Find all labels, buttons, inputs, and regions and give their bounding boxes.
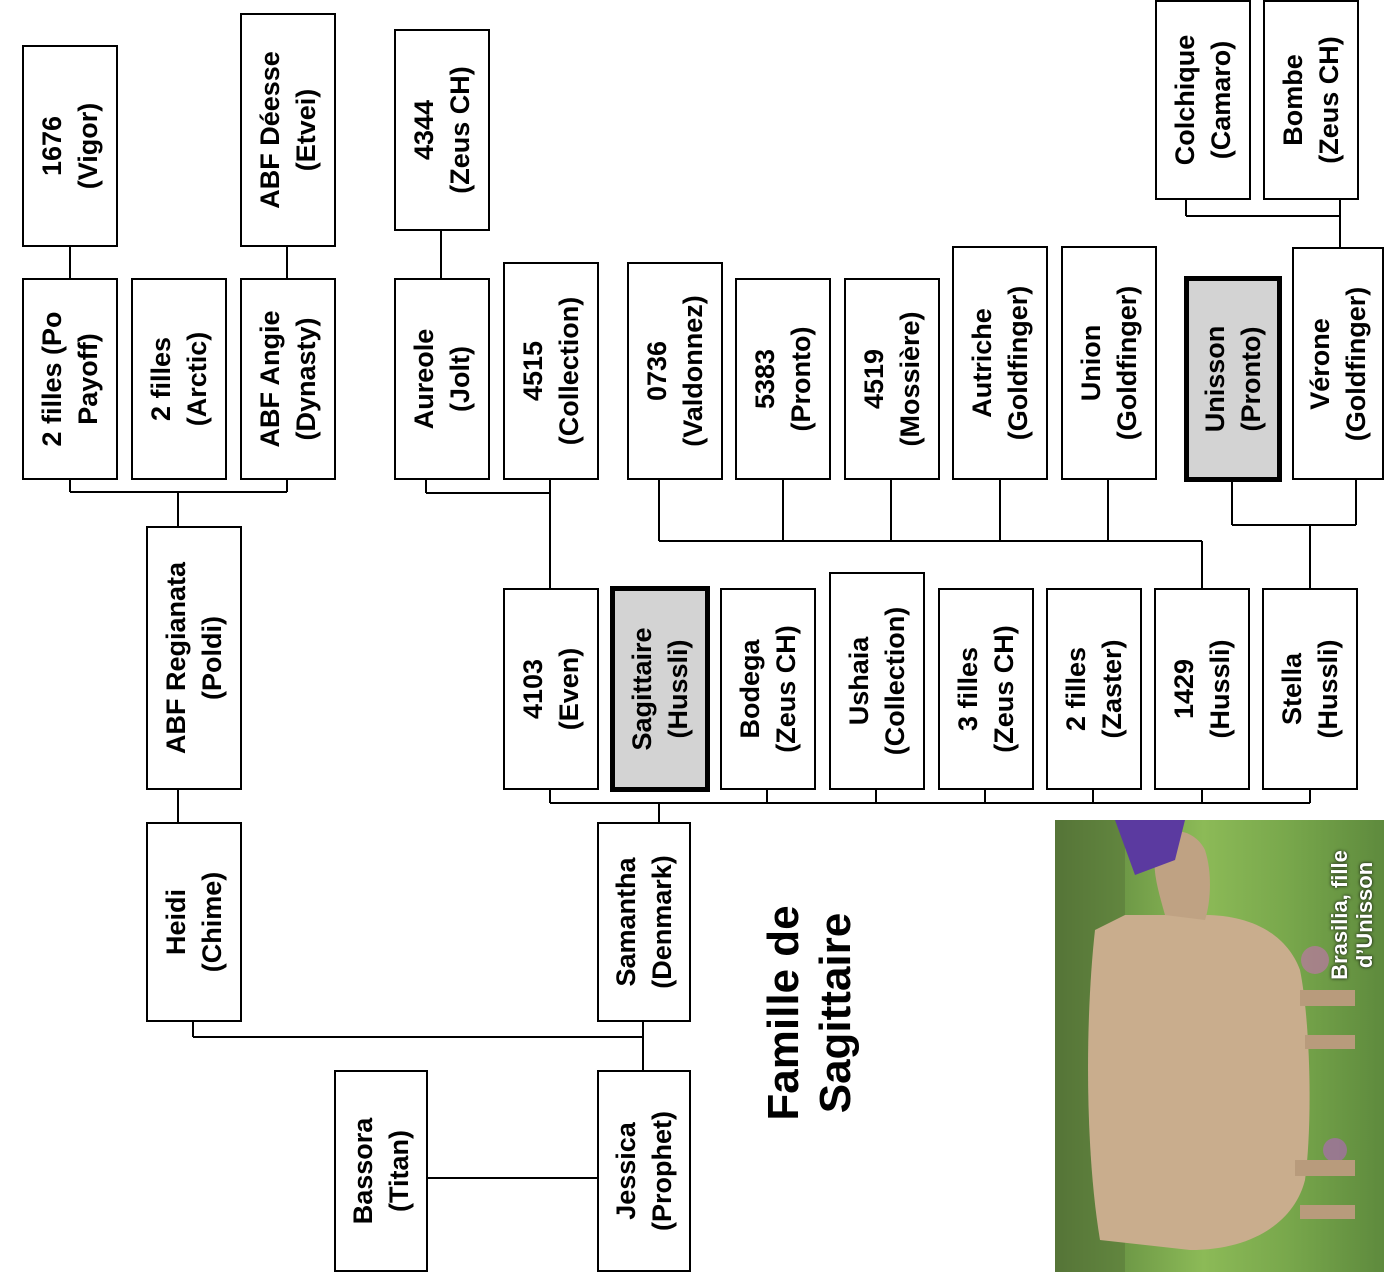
node-colchique-label: Colchique (Camaro) — [1170, 34, 1236, 166]
cow-photo: Brasilia, fille d’Unisson — [1055, 820, 1384, 1272]
node-abf-deesse-label: ABF Déesse (Etvei) — [255, 51, 321, 209]
node-heidi-label: Heidi (Chime) — [161, 871, 227, 973]
node-3-filles-zeus-ch-label: 3 filles (Zeus CH) — [953, 625, 1019, 753]
node-abf-angie-label: ABF Angie (Dynasty) — [255, 310, 321, 448]
node-5383-label: 5383 (Pronto) — [750, 326, 816, 432]
node-unisson: Unisson (Pronto) — [1184, 276, 1282, 482]
node-bombe: Bombe (Zeus CH) — [1263, 0, 1359, 200]
node-bombe-label: Bombe (Zeus CH) — [1278, 36, 1344, 164]
node-union: Union (Goldfinger) — [1061, 246, 1157, 480]
cow-illustration — [1055, 820, 1355, 1272]
node-samantha-label: Samantha (Denmark) — [611, 855, 677, 989]
node-3-filles-zeus-ch: 3 filles (Zeus CH) — [938, 588, 1034, 790]
node-1429-label: 1429 (Hussli) — [1169, 639, 1235, 739]
node-stella-label: Stella (Hussli) — [1277, 639, 1343, 739]
node-4519-label: 4519 (Mossière) — [859, 311, 925, 447]
node-2-filles-zaster: 2 filles (Zaster) — [1046, 588, 1142, 790]
node-abf-angie: ABF Angie (Dynasty) — [240, 278, 336, 480]
node-4515-label: 4515 (Collection) — [518, 296, 584, 446]
node-4515: 4515 (Collection) — [503, 262, 599, 480]
node-autriche-label: Autriche (Goldfinger) — [967, 285, 1033, 441]
node-1429: 1429 (Hussli) — [1154, 588, 1250, 790]
node-bassora: Bassora (Titan) — [334, 1070, 428, 1272]
diagram-title: Famille de Sagittaire — [759, 905, 860, 1121]
node-0736: 0736 (Valdonnez) — [627, 262, 723, 480]
node-4344: 4344 (Zeus CH) — [394, 29, 490, 231]
node-2-filles-po-payoff-label: 2 filles (Po Payoff) — [37, 311, 103, 447]
node-0736-label: 0736 (Valdonnez) — [642, 295, 708, 447]
photo-caption: Brasilia, fille d’Unisson — [1327, 850, 1377, 980]
node-2-filles-zaster-label: 2 filles (Zaster) — [1061, 639, 1127, 739]
node-4344-label: 4344 (Zeus CH) — [409, 66, 475, 194]
node-verone-label: Vérone (Goldfinger) — [1305, 286, 1371, 441]
node-union-label: Union (Goldfinger) — [1076, 285, 1142, 441]
node-abf-regianata: ABF Regianata (Poldi) — [146, 526, 242, 790]
node-aureole: Aureole (Jolt) — [394, 278, 490, 480]
node-2-filles-arctic: 2 filles (Arctic) — [131, 278, 227, 480]
node-aureole-label: Aureole (Jolt) — [409, 328, 475, 430]
node-bassora-label: Bassora (Titan) — [348, 1117, 414, 1225]
node-heidi: Heidi (Chime) — [146, 822, 242, 1022]
node-unisson-label: Unisson (Pronto) — [1200, 325, 1266, 433]
node-autriche: Autriche (Goldfinger) — [952, 246, 1048, 480]
node-colchique: Colchique (Camaro) — [1155, 0, 1251, 200]
node-2-filles-arctic-label: 2 filles (Arctic) — [146, 331, 212, 427]
node-ushaia: Ushaia (Collection) — [829, 572, 925, 790]
node-1676: 1676 (Vigor) — [22, 45, 118, 247]
node-bodega-label: Bodega (Zeus CH) — [735, 625, 801, 753]
node-sagittaire: Sagittaire (Hussli) — [610, 586, 710, 792]
node-5383: 5383 (Pronto) — [735, 278, 831, 480]
node-jessica: Jessica (Prophet) — [597, 1070, 691, 1272]
node-jessica-label: Jessica (Prophet) — [611, 1111, 677, 1231]
node-bodega: Bodega (Zeus CH) — [720, 588, 816, 790]
node-2-filles-po-payoff: 2 filles (Po Payoff) — [22, 278, 118, 480]
node-abf-regianata-label: ABF Regianata (Poldi) — [161, 561, 227, 755]
node-4103-label: 4103 (Even) — [518, 647, 584, 731]
node-verone: Vérone (Goldfinger) — [1292, 247, 1384, 480]
node-4519: 4519 (Mossière) — [844, 278, 940, 480]
node-stella: Stella (Hussli) — [1262, 588, 1358, 790]
node-samantha: Samantha (Denmark) — [597, 822, 691, 1022]
node-ushaia-label: Ushaia (Collection) — [844, 606, 910, 756]
node-4103: 4103 (Even) — [503, 588, 599, 790]
node-sagittaire-label: Sagittaire (Hussli) — [627, 627, 693, 751]
node-1676-label: 1676 (Vigor) — [37, 102, 103, 190]
node-abf-deesse: ABF Déesse (Etvei) — [240, 13, 336, 247]
